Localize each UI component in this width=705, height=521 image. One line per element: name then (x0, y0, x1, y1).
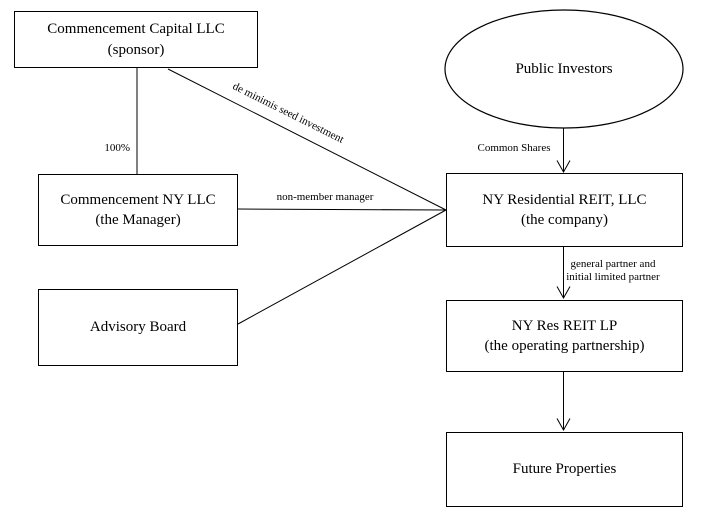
node-manager-sublabel: (the Manager) (95, 212, 181, 228)
node-future-properties-label: Future Properties (512, 461, 617, 478)
node-manager-label: Commencement NY LLC (60, 191, 216, 208)
edge-investors-company-arrowhead (556, 160, 571, 174)
node-advisory-board-label: Advisory Board (89, 319, 187, 336)
edge-label-general-partner-line2: initial limited partner (566, 270, 660, 283)
edge-sponsor-company-line (167, 68, 447, 211)
edge-company-operating-arrowhead (556, 286, 571, 300)
node-public-investors: Public Investors (445, 10, 683, 128)
node-sponsor-label: Commencement Capital LLC (47, 21, 225, 38)
edge-advisory-company-line (237, 209, 447, 325)
node-manager: Commencement NY LLC (the Manager) (38, 174, 238, 246)
node-company: NY Residential REIT, LLC (the company) (446, 173, 683, 247)
node-company-label: NY Residential REIT, LLC (482, 191, 647, 208)
node-advisory-board: Advisory Board (38, 289, 238, 366)
node-operating-partnership-label: NY Res REIT LP (511, 317, 618, 334)
edge-label-general-partner: general partner and initial limited part… (554, 258, 672, 284)
node-sponsor: Commencement Capital LLC (sponsor) (14, 11, 258, 68)
edge-operating-future-arrowhead (556, 418, 571, 432)
edge-label-general-partner-line1: general partner and (570, 258, 656, 270)
node-public-investors-label: Public Investors (515, 60, 613, 77)
node-future-properties: Future Properties (446, 432, 683, 507)
node-company-sublabel: (the company) (520, 212, 609, 228)
edge-label-manager-role: non-member manager (276, 191, 374, 203)
node-operating-partnership: NY Res REIT LP (the operating partnershi… (446, 300, 683, 372)
node-operating-partnership-sublabel: (the operating partnership) (484, 338, 645, 354)
edge-label-ownership-pct: 100% (104, 142, 130, 154)
edge-label-common-shares: Common Shares (477, 142, 551, 154)
edge-manager-company-line (237, 208, 447, 211)
node-sponsor-sublabel: (sponsor) (107, 41, 165, 58)
